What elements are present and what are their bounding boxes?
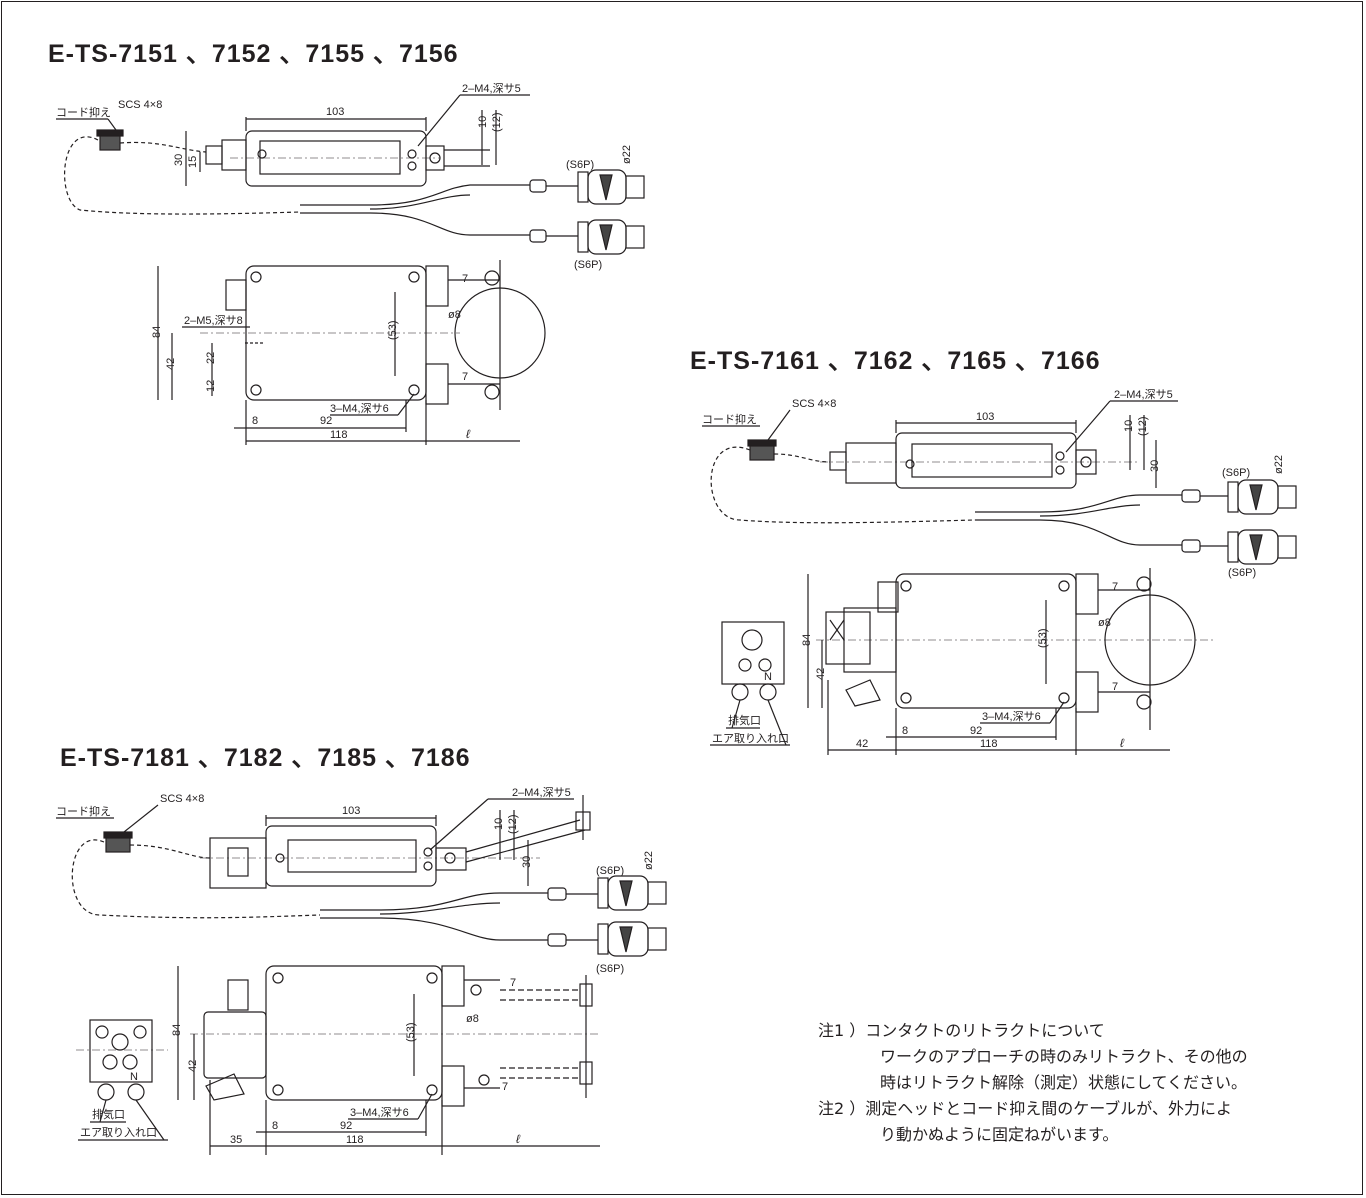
dim-diam22-2: ø22 — [1273, 455, 1285, 474]
section-title-7181: E-TS-7181 、7182 、7185 、7186 — [60, 744, 471, 772]
dim-l-2: ℓ — [1120, 736, 1125, 750]
dim-92: 92 — [320, 415, 332, 427]
dim-l: ℓ — [466, 427, 471, 441]
dim-30: 30 — [173, 154, 185, 166]
label-exhaust-2: 排気口 — [728, 713, 761, 727]
dim-22: 22 — [205, 352, 217, 364]
dim-92-3: 92 — [340, 1120, 352, 1132]
dim-84-3: 84 — [171, 1024, 183, 1036]
note-2-heading: 注2 ）測定ヘッドとコード抑え間のケーブルが、外力によ — [818, 1099, 1232, 1118]
dim-7d: 7 — [1112, 681, 1118, 693]
drawing-7181-top-view: コード抑え SCS 4×8 103 2–M4,深サ5 10 (12) 30 — [56, 786, 667, 975]
dim-53: (53) — [387, 320, 399, 340]
dim-7c: 7 — [1112, 581, 1118, 593]
label-screw-2: SCS 4×8 — [792, 398, 836, 410]
label-connector-1: (S6P) — [566, 159, 594, 171]
label-connector-5: (S6P) — [596, 865, 624, 877]
drawing-7151-top-view: コード抑え SCS 4×8 103 30 15 10 (12) 2–M4,深サ5 — [56, 82, 645, 271]
note-1-line-1: ワークのアプローチの時のみリトラクト、その他の — [880, 1047, 1248, 1066]
dim-118: 118 — [330, 429, 348, 441]
dim-92-2: 92 — [970, 725, 982, 737]
dim-diam22-3: ø22 — [643, 851, 655, 870]
dim-118-3: 118 — [346, 1134, 364, 1146]
dim-84: 84 — [151, 326, 163, 338]
label-N-3: N — [130, 1071, 138, 1083]
label-tap-top-3: 2–M4,深サ5 — [512, 786, 571, 799]
section-title-7161: E-TS-7161 、7162 、7165 、7166 — [690, 347, 1101, 375]
label-tap-side: 2–M5,深サ8 — [184, 314, 243, 327]
dim-7a: 7 — [462, 273, 468, 285]
note-1-line-2: 時はリトラクト解除（測定）状態にしてください。 — [880, 1073, 1248, 1092]
label-N-2: N — [764, 671, 772, 683]
dim-42-3: 42 — [856, 738, 868, 750]
label-connector-4: (S6P) — [1228, 567, 1256, 579]
dim-10: 10 — [477, 116, 489, 128]
dim-8-2: 8 — [902, 725, 908, 737]
drawing-7151-plan-view: 84 42 22 12 2–M5,深サ8 (53) ø8 7 7 3–M4,深サ… — [151, 260, 546, 445]
label-cord-clamp: コード抑え — [56, 105, 111, 119]
label-connector-2: (S6P) — [574, 259, 602, 271]
dim-12b: 12 — [205, 380, 217, 392]
dim-diam8: ø8 — [448, 309, 461, 321]
drawing-7181-plan-view: N 排気口 エア取り入れ口 84 42 (53) ø8 7 7 3–M4,深サ6… — [76, 965, 600, 1155]
dim-diam22: ø22 — [621, 145, 633, 164]
dim-diam8-3: ø8 — [466, 1013, 479, 1025]
label-tap-bottom-2: 3–M4,深サ6 — [982, 710, 1041, 723]
drawing-7161-top-view: コード抑え SCS 4×8 103 2–M4,深サ5 10 (12) 30 (S… — [702, 388, 1297, 579]
dim-42-2: 42 — [815, 668, 827, 680]
label-tap-bottom: 3–M4,深サ6 — [330, 402, 389, 415]
dim-7b: 7 — [462, 371, 468, 383]
dim-53-3: (53) — [405, 1022, 417, 1042]
label-connector-3: (S6P) — [1222, 467, 1250, 479]
label-tap-top-2: 2–M4,深サ5 — [1114, 388, 1173, 401]
dim-7f: 7 — [502, 1081, 508, 1093]
dim-30-2: 30 — [1149, 460, 1161, 472]
label-cord-clamp-3: コード抑え — [56, 804, 111, 818]
dim-53-2: (53) — [1037, 628, 1049, 648]
drawing-7161-plan-view: N 排気口 エア取り入れ口 84 42 (53) ø8 7 7 3–M4,深サ6… — [710, 568, 1216, 755]
label-tap-bottom-3: 3–M4,深サ6 — [350, 1106, 409, 1119]
label-exhaust-3: 排気口 — [92, 1107, 125, 1121]
label-screw-3: SCS 4×8 — [160, 793, 204, 805]
label-connector-6: (S6P) — [596, 963, 624, 975]
dim-103-3: 103 — [342, 805, 360, 817]
note-1-heading: 注1 ）コンタクトのリトラクトについて — [818, 1021, 1105, 1040]
dim-30-3: 30 — [521, 856, 533, 868]
dim-8: 8 — [252, 415, 258, 427]
dim-15: 15 — [187, 156, 199, 168]
dim-84-2: 84 — [801, 634, 813, 646]
dim-103-2: 103 — [976, 411, 994, 423]
dim-7e: 7 — [510, 977, 516, 989]
section-title-7151: E-TS-7151 、7152 、7155 、7156 — [48, 40, 459, 68]
dim-l-3: ℓ — [516, 1132, 521, 1146]
dim-12: (12) — [491, 112, 503, 132]
note-1: 注1 ）コンタクトのリトラクトについて ワークのアプローチの時のみリトラクト、そ… — [818, 1018, 1248, 1096]
note-2: 注2 ）測定ヘッドとコード抑え間のケーブルが、外力によ り動かぬように固定ねがい… — [818, 1096, 1232, 1148]
dim-diam8-2: ø8 — [1098, 617, 1111, 629]
label-tap-top: 2–M4,深サ5 — [462, 82, 521, 95]
label-air-inlet-3: エア取り入れ口 — [80, 1126, 157, 1139]
dim-103: 103 — [326, 106, 344, 118]
dim-10-2: 10 — [1123, 420, 1135, 432]
dim-35: 35 — [230, 1134, 242, 1146]
dim-10-3: 10 — [493, 818, 505, 830]
dim-12-3: (12) — [507, 814, 519, 834]
dim-12-2: (12) — [1137, 416, 1149, 436]
dim-8-3: 8 — [272, 1120, 278, 1132]
dim-42: 42 — [165, 358, 177, 370]
dim-118-2: 118 — [980, 738, 998, 750]
dim-42-4: 42 — [187, 1060, 199, 1072]
label-cord-clamp-2: コード抑え — [702, 412, 757, 426]
label-screw: SCS 4×8 — [118, 99, 162, 111]
label-air-inlet-2: エア取り入れ口 — [712, 732, 789, 745]
note-2-line-1: り動かぬように固定ねがいます。 — [880, 1125, 1119, 1144]
